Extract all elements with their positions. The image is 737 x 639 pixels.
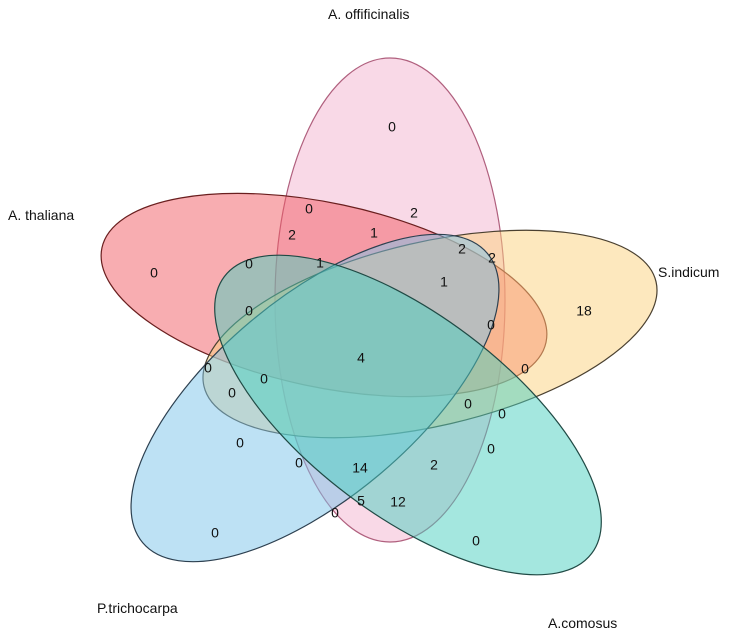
count-region: 0 xyxy=(295,455,303,471)
count-region: 0 xyxy=(260,371,268,387)
count-region: 0 xyxy=(305,201,313,217)
count-region: 2 xyxy=(430,457,438,473)
count-region: 0 xyxy=(245,256,253,272)
count-region: 0 xyxy=(236,435,244,451)
count-region: 2 xyxy=(458,241,466,257)
count-comosus-only: 0 xyxy=(472,533,480,549)
count-region: 4 xyxy=(357,350,365,366)
count-region: 1 xyxy=(440,274,448,290)
count-region: 0 xyxy=(245,303,253,319)
count-region: 1 xyxy=(370,225,378,241)
count-indicum-only: 18 xyxy=(576,303,592,319)
set-label-trichocarpa: P.trichocarpa xyxy=(97,600,178,616)
count-region: 0 xyxy=(464,396,472,412)
set-ellipse-comosus xyxy=(214,254,602,576)
set-label-comosus: A.comosus xyxy=(548,615,617,631)
count-region: 0 xyxy=(498,406,506,422)
count-region: 14 xyxy=(352,460,368,476)
set-label-indicum: S.indicum xyxy=(658,264,719,280)
set-label-officinalis: A. offificinalis xyxy=(328,6,409,22)
count-thaliana-only: 0 xyxy=(150,265,158,281)
count-region: 2 xyxy=(410,205,418,221)
count-trichocarpa-only: 0 xyxy=(211,525,219,541)
count-region: 0 xyxy=(487,317,495,333)
set-label-thaliana: A. thaliana xyxy=(8,207,74,223)
count-region: 0 xyxy=(331,505,339,521)
count-region: 2 xyxy=(488,250,496,266)
count-region: 0 xyxy=(521,361,529,377)
count-region: 1 xyxy=(316,255,324,271)
count-officinalis-only: 0 xyxy=(388,119,396,135)
count-region: 5 xyxy=(357,493,365,509)
count-region: 0 xyxy=(204,360,212,376)
count-region: 0 xyxy=(487,441,495,457)
count-region: 12 xyxy=(390,494,406,510)
count-region: 0 xyxy=(228,385,236,401)
count-region: 2 xyxy=(288,227,296,243)
